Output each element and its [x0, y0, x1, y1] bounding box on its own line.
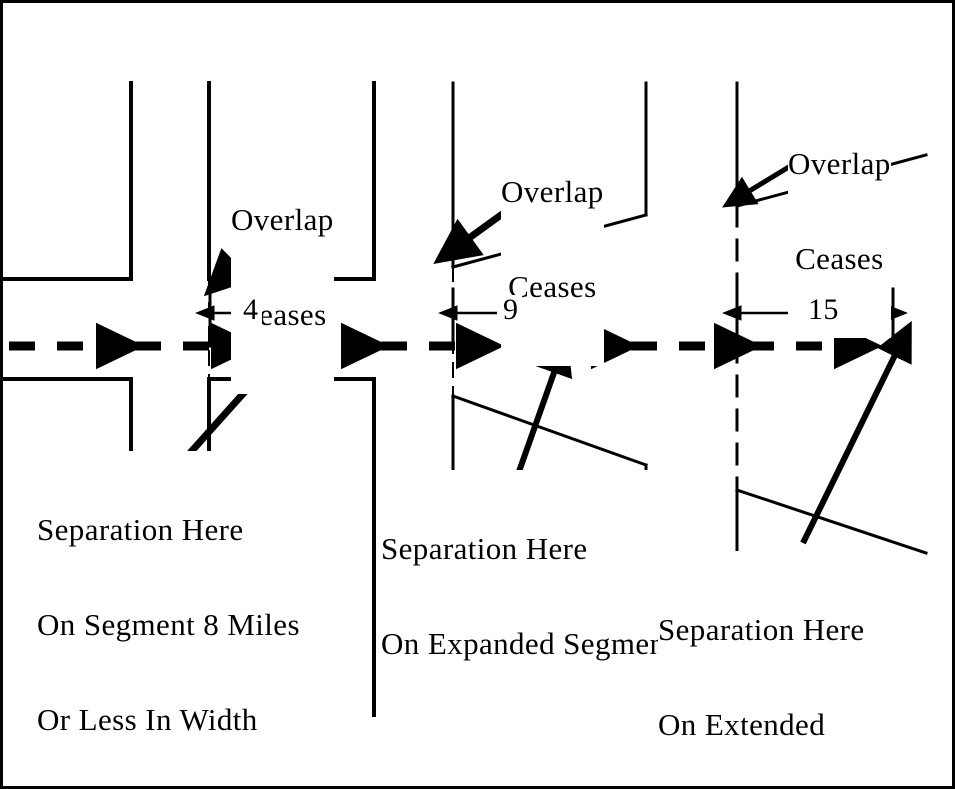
overlap-ceases-left-line1: Overlap [231, 202, 334, 238]
overlap-ceases-left: Overlap Ceases [231, 141, 334, 394]
separation-middle-leader [513, 335, 573, 482]
overlap-ceases-middle-line1: Overlap [501, 174, 604, 210]
separation-middle: Separation Here On Expanded Segment [381, 470, 675, 723]
separation-left: Separation Here On Segment 8 Miles Or Le… [37, 451, 300, 786]
separation-left-line2: On Segment 8 Miles [37, 607, 300, 643]
separation-left-line1: Separation Here [37, 512, 244, 548]
dim-15-value: 15 [804, 294, 843, 326]
segment-4-bottom-flare [735, 488, 928, 555]
separation-right-line1: Separation Here [658, 612, 865, 648]
overlap-ceases-middle: Overlap Ceases [501, 113, 604, 366]
overlap-ceases-middle-line2: Ceases [508, 269, 597, 305]
dim-4-value: 4 [239, 294, 263, 326]
segment-3-bottom-flare [451, 394, 648, 467]
separation-right: Separation Here On Extended Usable Dista… [658, 551, 867, 786]
dim-9-value: 9 [499, 294, 523, 326]
overlap-ceases-right-line1: Overlap [788, 146, 891, 182]
separation-middle-line2: On Expanded Segment [381, 626, 675, 662]
separation-right-leader [800, 320, 912, 545]
separation-left-line3: Or Less In Width [37, 701, 258, 737]
overlap-ceases-right-line2: Ceases [795, 241, 884, 277]
separation-right-line2: On Extended [658, 707, 826, 743]
separation-middle-line1: Separation Here [381, 531, 588, 567]
